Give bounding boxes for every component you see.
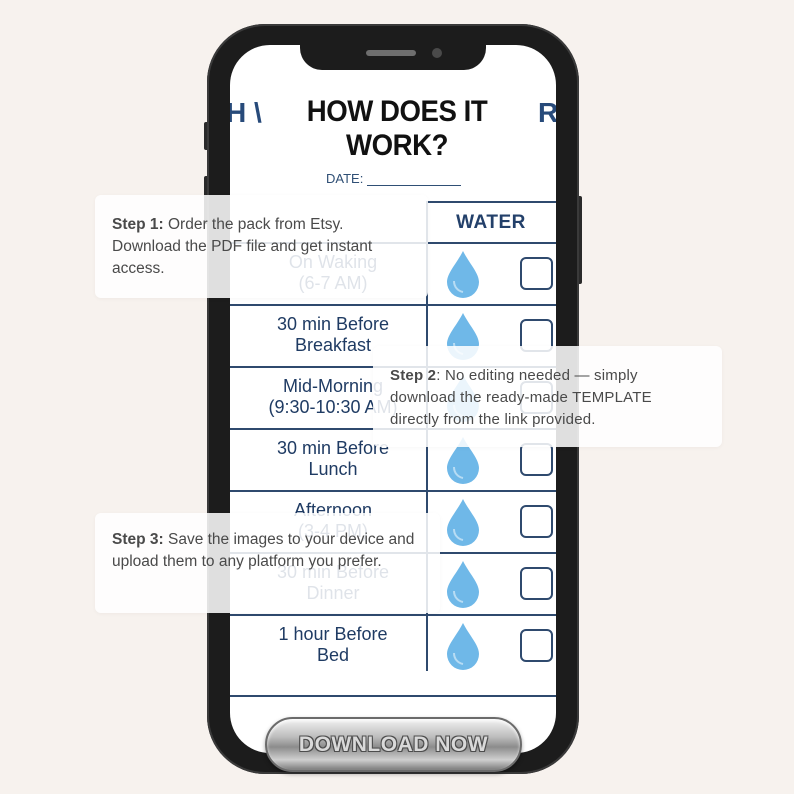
water-drop-icon: [447, 437, 479, 484]
row-divider: [230, 304, 556, 306]
row-label: 1 hour Before Bed: [278, 624, 388, 665]
step-2-card: Step 2: No editing needed — simply downl…: [373, 346, 722, 447]
download-now-button[interactable]: DOWNLOAD NOW: [265, 717, 522, 772]
step-3-card: Step 3: Save the images to your device a…: [95, 513, 440, 613]
page-title: HOW DOES IT WORK?: [306, 95, 488, 162]
water-drop-icon: [447, 251, 479, 298]
date-field: DATE:: [326, 171, 462, 186]
checkbox-icon[interactable]: [520, 629, 553, 662]
water-drop-icon: [447, 499, 479, 546]
step-1-title: Step 1:: [112, 216, 164, 233]
table-top-line: [426, 201, 556, 203]
water-drop-icon: [447, 561, 479, 608]
phone-speaker: [366, 50, 416, 56]
title-edge-left: H \: [230, 97, 262, 128]
checkbox-icon[interactable]: [520, 257, 553, 290]
date-line: [367, 174, 462, 186]
checkbox-icon[interactable]: [520, 567, 553, 600]
checkbox-icon[interactable]: [520, 443, 553, 476]
row-label: 30 min Before Breakfast: [276, 314, 390, 355]
phone-power-button: [577, 196, 582, 284]
row-divider: [230, 490, 556, 492]
phone-mute-switch: [204, 122, 209, 150]
step-1-card: Step 1: Order the pack from Etsy. Downlo…: [95, 195, 428, 298]
step-2-title: Step 2: [390, 367, 437, 384]
step-3-text: Save the images to your device and uploa…: [112, 531, 415, 570]
checkbox-icon[interactable]: [520, 505, 553, 538]
phone-camera: [432, 48, 442, 58]
row-divider: [230, 614, 556, 616]
step-2-text: : No editing needed — simply download th…: [390, 367, 652, 428]
water-column-header: WATER: [456, 212, 526, 233]
table-bottom-line: [230, 695, 556, 697]
step-1-text: Order the pack from Etsy. Download the P…: [112, 216, 373, 277]
date-label: DATE:: [326, 171, 364, 186]
title-edge-right: R: [538, 97, 556, 128]
water-drop-icon: [447, 623, 479, 670]
step-3-title: Step 3:: [112, 531, 164, 548]
